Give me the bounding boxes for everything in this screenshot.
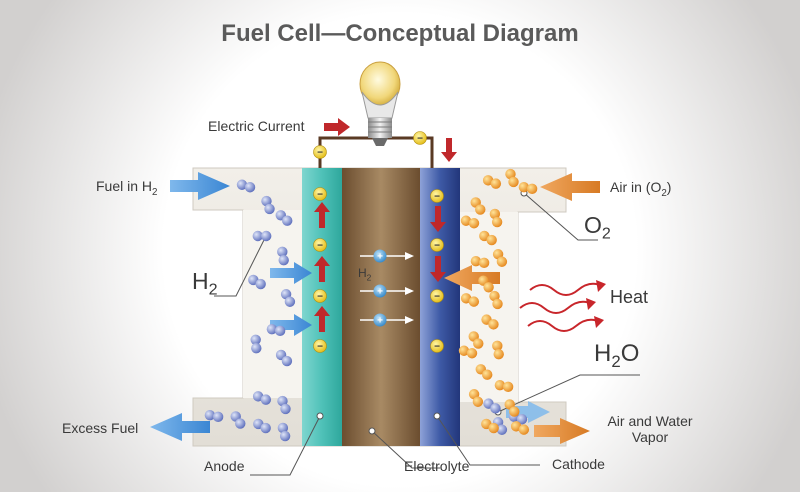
- svg-text:−: −: [434, 342, 440, 353]
- o2-molecule-icon: [475, 364, 493, 380]
- anode-label: Anode: [204, 458, 245, 474]
- h2-molecule-icon: [252, 391, 272, 405]
- proton-icon: +: [373, 313, 387, 327]
- h2-molecule-icon: [275, 349, 293, 367]
- h2-flow-arrow-2: [270, 314, 312, 336]
- svg-text:−: −: [317, 190, 323, 201]
- electron-icon: −: [313, 145, 327, 159]
- h2-molecule-icon: [266, 323, 286, 337]
- heat-label: Heat: [610, 287, 649, 307]
- o2-molecule-icon: [470, 197, 486, 215]
- electron-icon: −: [313, 187, 327, 201]
- proton-group: + + +: [373, 249, 387, 327]
- electron-icon: −: [313, 238, 327, 252]
- svg-text:−: −: [317, 342, 323, 353]
- h2-molecule-icon: [204, 409, 224, 423]
- electric-current-label: Electric Current: [208, 118, 305, 134]
- h2-molecule-icon: [248, 274, 266, 290]
- heat-wave-icon: [519, 280, 606, 332]
- leader-lines: [214, 192, 640, 476]
- o2-big-label: O2: [584, 212, 611, 243]
- fuel-in-arrow: [170, 172, 230, 200]
- h2-molecule-icon: [275, 210, 293, 226]
- proton-icon: +: [373, 284, 387, 298]
- light-bulb-icon: [359, 61, 401, 146]
- down-current-arrow: [441, 138, 457, 162]
- electrolyte-label: Electrolyte: [404, 458, 470, 474]
- o2-molecule-icon: [518, 181, 538, 195]
- h2-molecule-icon: [230, 411, 246, 429]
- air-water-label: Air and Water Vapor: [607, 413, 693, 445]
- h2-molecule-icon: [261, 195, 275, 215]
- fuel-in-label: Fuel in H2: [96, 178, 158, 198]
- electron-icon: −: [430, 238, 444, 252]
- o2-molecule-icon: [458, 345, 478, 359]
- h2-molecule-icon: [250, 334, 262, 354]
- h2-molecule-icon: [280, 289, 296, 307]
- h2-molecule-icon: [483, 398, 501, 414]
- cathode-current-arrows: [430, 206, 446, 282]
- o2-molecule-icon: [489, 290, 503, 310]
- o2-molecule-icon: [504, 399, 520, 417]
- o2-molecule-icon: [494, 379, 514, 393]
- svg-text:−: −: [434, 192, 440, 203]
- electron-icon: −: [313, 339, 327, 353]
- o2-molecule-icon: [481, 314, 499, 330]
- page-title: Fuel Cell—Conceptual Diagram: [221, 20, 579, 47]
- h2-molecule-icon: [253, 418, 271, 434]
- svg-text:−: −: [434, 292, 440, 303]
- svg-text:−: −: [317, 148, 323, 159]
- h2-molecule-icon: [236, 179, 256, 193]
- h2-molecule-icon: [252, 230, 272, 242]
- o2-molecule-icon: [492, 249, 508, 267]
- svg-text:−: −: [317, 292, 323, 303]
- electron-icon: −: [413, 131, 427, 145]
- cathode-label: Cathode: [552, 456, 605, 472]
- electron-icon: −: [430, 189, 444, 203]
- h2-molecule-icon: [277, 395, 291, 415]
- svg-text:+: +: [377, 252, 383, 263]
- o2-molecule-icon: [478, 275, 494, 293]
- svg-text:−: −: [317, 241, 323, 252]
- o2-molecule-icon: [481, 418, 499, 434]
- o2-molecule-icon: [492, 340, 504, 360]
- excess-fuel-label: Excess Fuel: [62, 420, 139, 436]
- h2-molecule-icon: [277, 246, 289, 266]
- electron-icon: −: [313, 289, 327, 303]
- electron-icon: −: [430, 289, 444, 303]
- electron-icon: −: [430, 339, 444, 353]
- o2-molecule-icon: [505, 168, 519, 188]
- svg-text:−: −: [434, 241, 440, 252]
- excess-fuel-arrow: [150, 413, 210, 441]
- o2-molecule-icon: [468, 331, 484, 349]
- svg-text:−: −: [417, 134, 423, 145]
- electric-current-arrow: [324, 118, 350, 136]
- proton-icon: +: [373, 249, 387, 263]
- svg-text:+: +: [377, 287, 383, 298]
- air-in-arrow: [540, 173, 600, 201]
- o2-molecule-icon: [489, 208, 503, 228]
- h2-flow-arrow-1: [270, 262, 312, 284]
- o2-molecule-icon: [460, 293, 480, 307]
- h2-big-label: H2: [192, 268, 218, 299]
- h2o-label: H2O: [594, 340, 640, 371]
- air-in-label: Air in (O2): [610, 179, 672, 199]
- electrolyte-layer: [342, 168, 420, 446]
- o2-molecule-icon: [470, 255, 490, 269]
- anode-current-arrows: [314, 202, 330, 332]
- svg-text:+: +: [377, 316, 383, 327]
- electron-group: − − − − − − − − − −: [313, 131, 444, 353]
- molecule-group: [204, 168, 538, 442]
- o2-flow-arrow: [444, 265, 500, 291]
- o2-molecule-icon: [460, 215, 480, 229]
- o2-molecule-icon: [479, 230, 497, 246]
- o2-molecule-icon: [510, 421, 530, 435]
- o2-molecule-icon: [482, 175, 502, 189]
- air-water-arrow: [534, 418, 590, 444]
- h2-molecule-icon: [277, 422, 291, 442]
- o2-molecule-icon: [468, 389, 484, 407]
- h2-electrolyte-label: H2: [358, 266, 372, 283]
